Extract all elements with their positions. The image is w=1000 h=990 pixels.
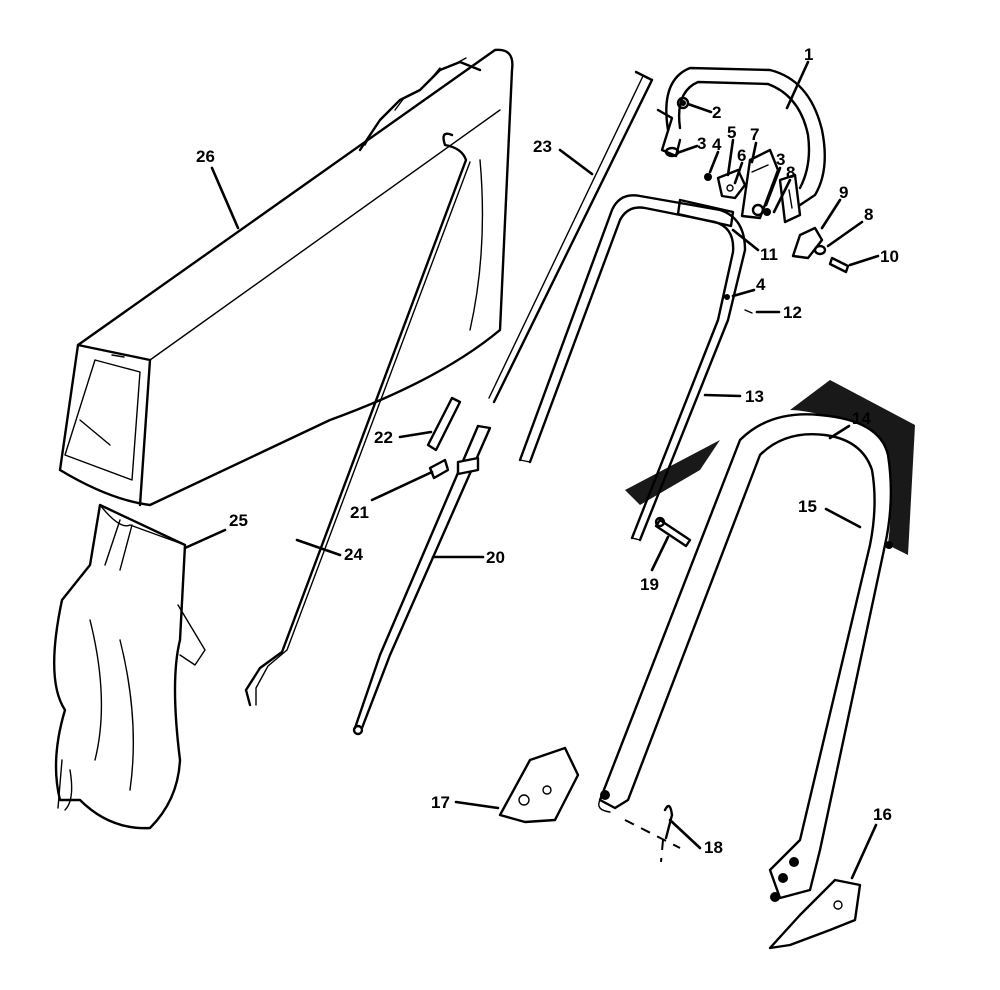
part-label-14: 14: [852, 409, 871, 428]
part-label-4: 4: [712, 135, 722, 154]
part-label-9: 9: [839, 183, 848, 202]
part-label-15: 15: [798, 497, 817, 516]
part-label-11: 11: [760, 245, 778, 264]
part-label-20: 20: [486, 548, 505, 567]
upper-handle-illustration: [656, 66, 826, 207]
deflector-chute-illustration: [52, 503, 206, 830]
knob-illustration: [428, 458, 450, 480]
left-bracket-illustration: [498, 746, 580, 824]
part-label-3-right: 3: [776, 150, 785, 169]
control-rod-illustration: [488, 70, 654, 404]
lower-handle-illustration: [598, 380, 915, 902]
pin-illustration: [426, 396, 462, 452]
part-label-17: 17: [431, 793, 450, 812]
part-label-23: 23: [533, 137, 552, 156]
part-label-25: 25: [229, 511, 248, 530]
part-label-24: 24: [344, 545, 363, 564]
part-label-8: 8: [786, 163, 795, 182]
bolt-illustration: [654, 516, 692, 548]
part-label-22: 22: [374, 428, 393, 447]
part-label-19: 19: [640, 575, 659, 594]
part-labels: 1 2 3 3 4 4 5 6 7 8 8 9 10 11 12 13 14 1…: [196, 45, 899, 857]
right-bracket-illustration: [768, 878, 862, 950]
part-label-12: 12: [783, 303, 802, 322]
part-label-8-right: 8: [864, 205, 873, 224]
part-label-13: 13: [745, 387, 764, 406]
middle-handle-illustration: [518, 194, 747, 542]
part-label-18: 18: [704, 838, 723, 857]
hardware-parts-illustration: [664, 100, 850, 314]
part-label-7: 7: [750, 125, 759, 144]
part-label-3: 3: [697, 134, 706, 153]
part-label-16: 16: [873, 805, 892, 824]
grass-bag-illustration: [58, 48, 514, 507]
lever-rod-illustration: [352, 424, 492, 736]
part-label-10: 10: [880, 247, 899, 266]
part-label-1: 1: [804, 45, 813, 64]
part-label-6: 6: [737, 146, 746, 165]
part-label-5: 5: [727, 123, 736, 142]
leader-lines: [183, 60, 880, 880]
part-label-26: 26: [196, 147, 215, 166]
part-label-21: 21: [350, 503, 369, 522]
bag-rod-illustration: [244, 132, 471, 707]
part-label-2: 2: [712, 103, 721, 122]
cotter-pin-illustration: [624, 804, 681, 863]
part-label-4-lower: 4: [756, 275, 766, 294]
